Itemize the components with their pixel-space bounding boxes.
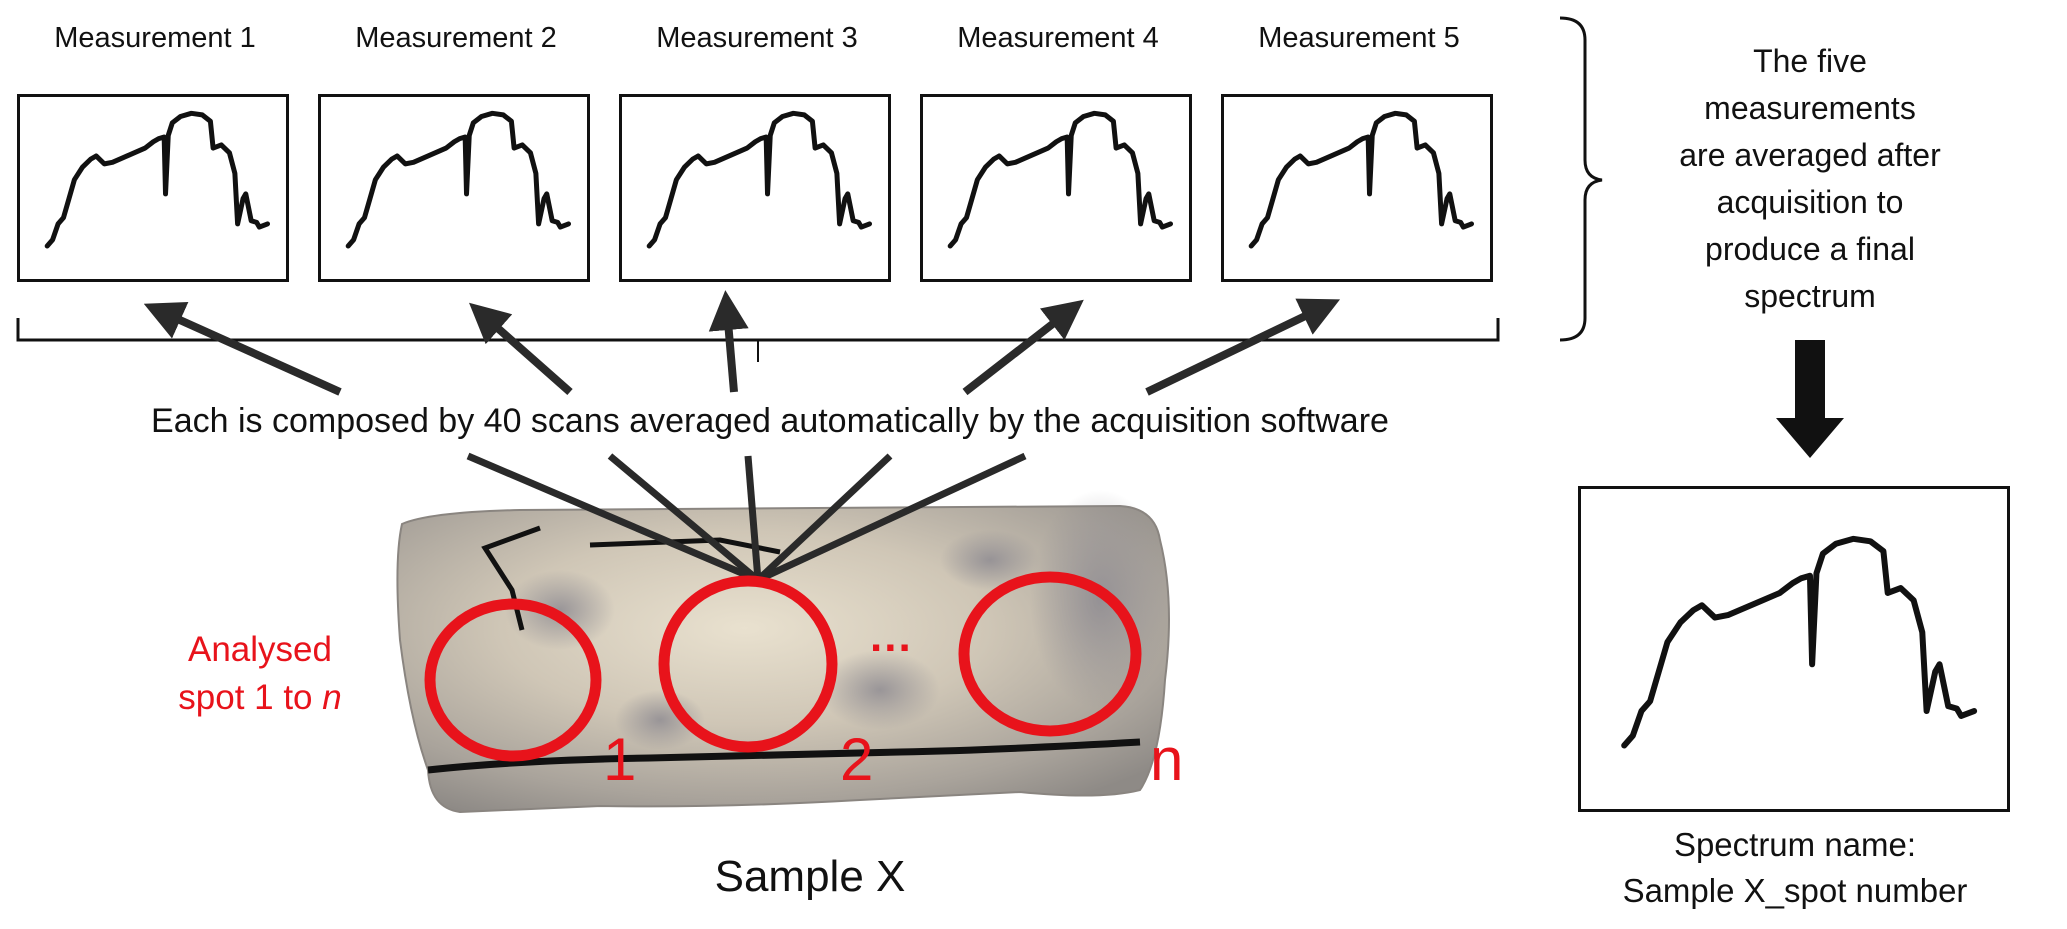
averaging-note-line-6: spectrum xyxy=(1744,278,1876,314)
spot-circle-2 xyxy=(658,575,838,753)
measurement-spectrum-5 xyxy=(1221,94,1493,282)
arrow-to-measurement-1 xyxy=(143,301,342,396)
measurement-label-4: Measurement 4 xyxy=(957,22,1159,54)
final-caption-line-1: Spectrum name: xyxy=(1673,826,1917,863)
analysed-spot-label: Analysed spot 1 to n xyxy=(140,626,380,722)
arrow-to-measurement-5 xyxy=(1145,298,1341,396)
measurement-spectrum-2 xyxy=(318,94,590,282)
averaging-note-line-4: acquisition to xyxy=(1716,184,1904,220)
arrow-to-measurement-2 xyxy=(469,302,573,395)
spot-circle-1 xyxy=(424,598,602,762)
measurement-label-3: Measurement 3 xyxy=(656,22,858,54)
spot-circle-n xyxy=(958,571,1142,737)
final-spectrum xyxy=(1578,486,2010,812)
analysed-spot-line-2-text: spot 1 to xyxy=(178,678,323,717)
down-arrow xyxy=(1776,340,1844,458)
averaging-note-line-2: measurements xyxy=(1704,90,1916,126)
spectrum-curve xyxy=(44,110,271,249)
measurement-label-5: Measurement 5 xyxy=(1258,22,1460,54)
spot-number-1: 1 xyxy=(603,726,637,793)
scan-caption: Each is composed by 40 scans averaged au… xyxy=(60,400,1480,443)
averaging-note-line-3: are averaged after xyxy=(1679,137,1941,173)
spot-ellipsis: ... xyxy=(870,612,913,661)
analysed-spot-var: n xyxy=(322,678,342,717)
final-spectrum-caption: Spectrum name: Sample X_spot number xyxy=(1560,822,2030,914)
curly-brace xyxy=(1559,16,1603,342)
final-caption-line-2: Sample X_spot number xyxy=(1622,872,1968,909)
measurement-label-2: Measurement 2 xyxy=(355,22,557,54)
measurement-label-1: Measurement 1 xyxy=(54,22,256,54)
sample-name: Sample X xyxy=(714,852,906,901)
spectrum-curve xyxy=(1621,535,1978,749)
arrow-to-measurement-3 xyxy=(708,290,749,393)
arrow-to-measurement-4 xyxy=(962,299,1084,396)
analysed-spot-line-2: spot 1 to n xyxy=(140,674,380,722)
spectrum-curve xyxy=(947,110,1174,249)
measurement-spectrum-3 xyxy=(619,94,891,282)
spectrum-curve xyxy=(1248,110,1475,249)
spectrum-curve xyxy=(646,110,873,249)
averaging-note-line-1: The five xyxy=(1753,43,1867,79)
rock-sample xyxy=(396,490,1170,814)
averaging-note-line-5: produce a final xyxy=(1705,231,1915,267)
spot-number-n: n xyxy=(1150,726,1184,793)
measurement-spectrum-4 xyxy=(920,94,1192,282)
spectrum-curve xyxy=(345,110,572,249)
averaging-note: The five measurements are averaged after… xyxy=(1640,38,1980,320)
measurement-spectrum-1 xyxy=(17,94,289,282)
analysed-spot-line-1: Analysed xyxy=(188,630,332,669)
spot-number-2: 2 xyxy=(840,726,874,793)
